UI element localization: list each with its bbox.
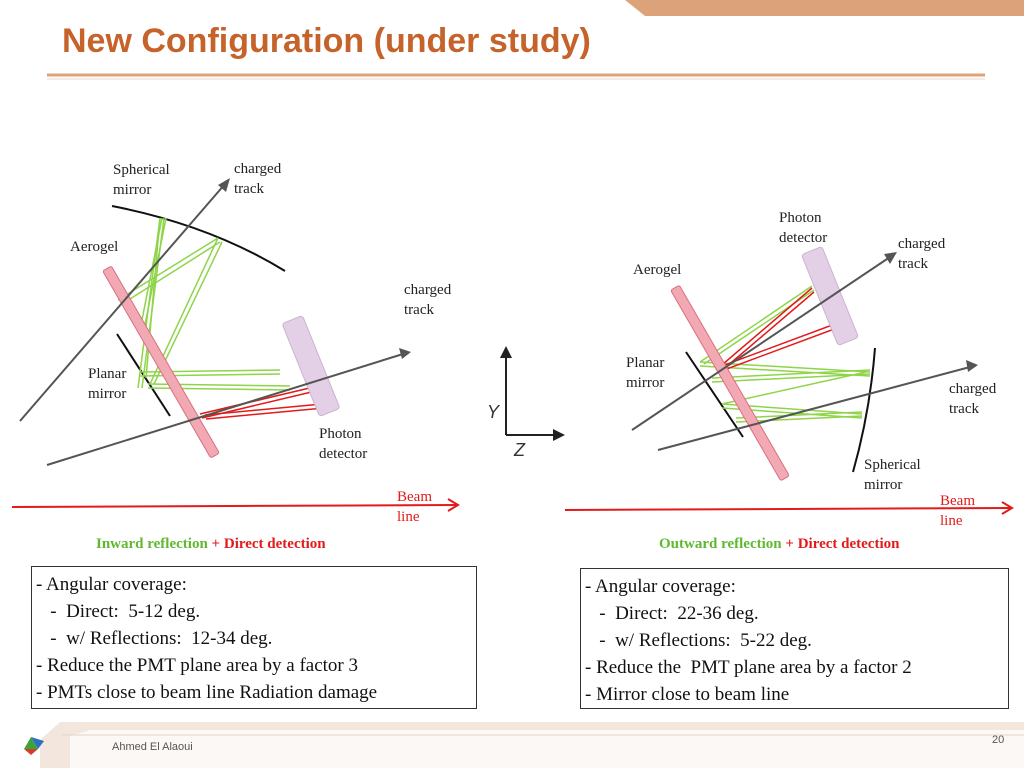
left-aerogel-label: Aerogel: [70, 239, 119, 255]
left-planar-mirror-label: Planar mirror: [88, 366, 127, 402]
right-note-line: - Reduce the PMT plane area by a factor …: [585, 657, 912, 678]
left-aerogel: [102, 266, 220, 458]
footer-author: Ahmed El Alaoui: [112, 741, 193, 753]
axis-y-label: Y: [487, 402, 500, 422]
left-track-1-arrow: [218, 178, 230, 192]
left-photon-detector-label: Photon detector: [319, 426, 368, 462]
right-planar-mirror-label: Planar mirror: [626, 355, 665, 391]
right-charged-track-top-label: charged track: [898, 236, 946, 272]
right-caption-green: Outward reflection: [659, 536, 782, 552]
header-band: [625, 0, 1024, 16]
left-caption-plus: +: [211, 536, 221, 552]
left-charged-track-right-label: charged track: [404, 282, 452, 318]
right-track-2-arrow: [966, 360, 978, 372]
left-track-2: [46, 353, 404, 466]
left-note-line: - Direct: 5-12 deg.: [36, 601, 201, 622]
right-caption-red: Direct detection: [797, 536, 900, 552]
footer-swoosh-highlight: [70, 730, 1024, 768]
left-note-line: - w/ Reflections: 12-34 deg.: [36, 628, 273, 649]
right-beam-line: [564, 507, 1011, 511]
left-photon-detector: [282, 315, 340, 417]
page-number: 20: [992, 734, 1005, 746]
right-spherical-mirror-label: Spherical mirror: [864, 457, 921, 493]
right-track-1-arrow: [884, 252, 897, 264]
left-note-line: - Angular coverage:: [36, 574, 187, 595]
left-beam-line-label: Beam line: [397, 489, 432, 525]
axes-indicator: [500, 346, 565, 441]
left-diagram: [11, 178, 460, 512]
right-spherical-mirror: [852, 347, 876, 473]
argonne-logo: [24, 737, 44, 755]
left-track-1: [19, 183, 226, 422]
left-caption-green: Inward reflection: [96, 536, 208, 552]
left-caption-red: Direct detection: [223, 536, 326, 552]
right-track-1: [631, 256, 891, 431]
right-photon-detector: [801, 246, 859, 346]
left-beam-line: [11, 504, 457, 508]
right-photon-detector-label: Photon detector: [779, 210, 828, 246]
left-track-2-arrow: [399, 348, 411, 359]
left-charged-track-top-label: charged track: [234, 161, 282, 197]
right-planar-mirror: [685, 351, 744, 438]
right-note-line: - w/ Reflections: 5-22 deg.: [585, 630, 812, 651]
left-caption: Inward reflection + Direct detection: [96, 536, 326, 553]
right-diagram: [564, 246, 1014, 515]
right-track-2: [657, 366, 971, 451]
left-green-rays: [117, 217, 291, 391]
right-aerogel: [670, 285, 790, 481]
right-beam-line-label: Beam line: [940, 493, 975, 529]
left-spherical-mirror: [111, 205, 286, 272]
left-spherical-mirror-label: Spherical mirror: [113, 162, 170, 198]
left-note-line: - PMTs close to beam line Radiation dama…: [36, 682, 378, 703]
left-notes-box: - Angular coverage: - Direct: 5-12 deg. …: [31, 566, 477, 709]
left-note-line: - Reduce the PMT plane area by a factor …: [36, 655, 358, 676]
right-charged-track-right-label: charged track: [949, 381, 997, 417]
left-beam-arrow: [447, 498, 460, 512]
right-beam-arrow: [1001, 501, 1014, 515]
right-note-line: - Direct: 22-36 deg.: [585, 603, 759, 624]
left-red-rays: [199, 385, 325, 420]
right-red-rays: [715, 287, 846, 374]
page-title: New Configuration (under study): [62, 22, 591, 60]
right-aerogel-label: Aerogel: [633, 262, 682, 278]
right-notes-box: - Angular coverage: - Direct: 22-36 deg.…: [580, 568, 1009, 709]
right-note-line: - Angular coverage:: [585, 576, 736, 597]
right-caption-plus: +: [785, 536, 794, 552]
right-caption: Outward reflection + Direct detection: [659, 536, 899, 553]
right-note-line: - Mirror close to beam line: [585, 684, 790, 705]
axis-z-label: Z: [514, 440, 525, 460]
